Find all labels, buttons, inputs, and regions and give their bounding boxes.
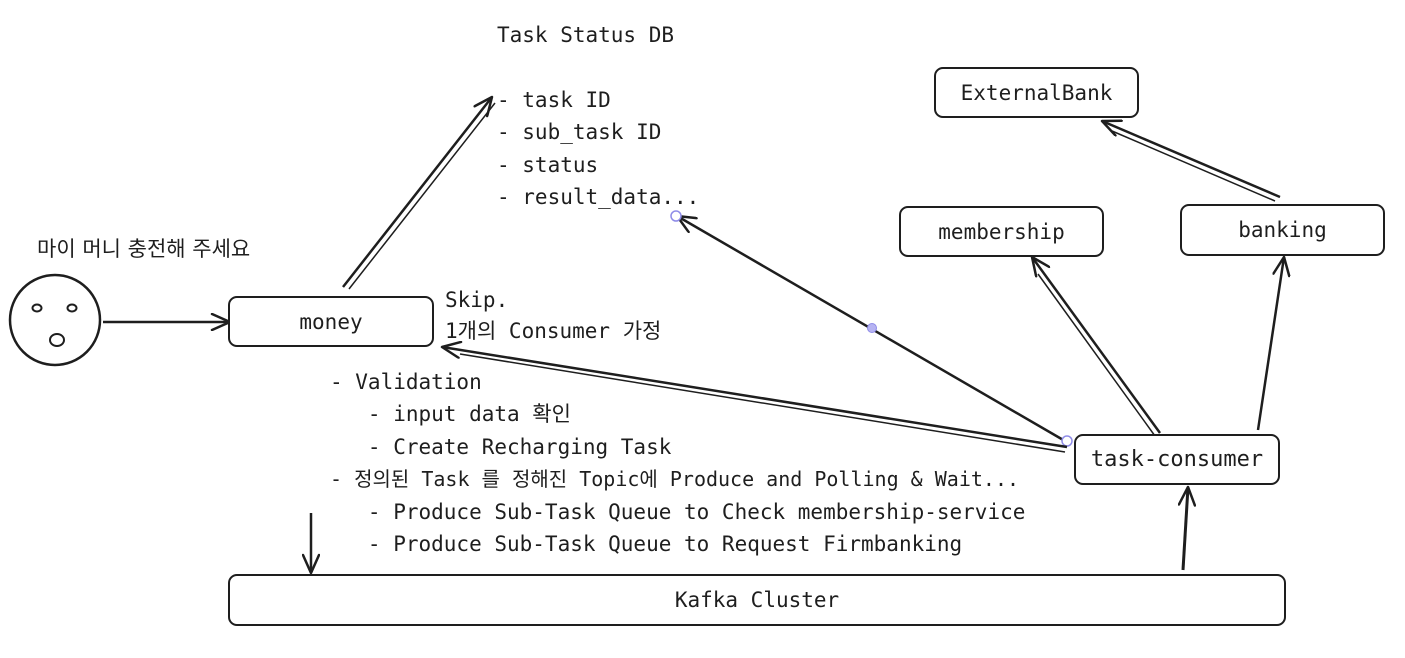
- arrow-consumer-to-money: [442, 347, 1068, 453]
- external-bank-node[interactable]: ExternalBank: [934, 67, 1139, 118]
- db-field-subtask-id: - sub_task ID: [497, 120, 662, 144]
- kafka-cluster-label: Kafka Cluster: [674, 588, 840, 612]
- membership-label: membership: [938, 219, 1065, 244]
- membership-node[interactable]: membership: [899, 206, 1104, 257]
- arrow-kafka-to-consumer: [1183, 487, 1188, 571]
- money-node[interactable]: money: [228, 296, 434, 347]
- banking-node[interactable]: banking: [1180, 204, 1385, 256]
- db-title: Task Status DB: [497, 23, 675, 47]
- user-face-icon: [8, 273, 102, 367]
- step-produce-firmbanking: - Produce Sub-Task Queue to Request Firm…: [330, 532, 963, 556]
- arrow-consumer-to-banking: [1256, 257, 1284, 431]
- skip-note-line-2: 1개의 Consumer 가정: [445, 319, 662, 343]
- task-consumer-node[interactable]: task-consumer: [1074, 434, 1280, 485]
- step-validation: - Validation: [330, 370, 482, 394]
- arrow-consumer-to-db: [670, 210, 1073, 447]
- task-consumer-label: task-consumer: [1090, 447, 1264, 472]
- money-label: money: [299, 309, 363, 334]
- skip-note-line-1: Skip.: [445, 288, 509, 312]
- kafka-cluster-node[interactable]: Kafka Cluster: [228, 574, 1286, 626]
- arrow-money-to-db: [342, 97, 496, 290]
- external-bank-label: ExternalBank: [960, 80, 1113, 105]
- step-produce-polling: - 정의된 Task 를 정해진 Topic에 Produce and Poll…: [330, 467, 1020, 491]
- step-input-data: - input data 확인: [330, 402, 571, 426]
- user-speech: 마이 머니 충전해 주세요: [37, 237, 251, 261]
- db-field-status: - status: [497, 153, 599, 177]
- arrow-consumer-to-membership: [1032, 257, 1162, 437]
- db-field-task-id: - task ID: [497, 88, 611, 112]
- step-produce-membership: - Produce Sub-Task Queue to Check member…: [330, 500, 1026, 524]
- db-field-result-data: - result_data...: [497, 185, 700, 209]
- banking-label: banking: [1238, 218, 1327, 242]
- arrow-banking-to-externalbank: [1102, 121, 1281, 202]
- step-create-task: - Create Recharging Task: [330, 435, 672, 459]
